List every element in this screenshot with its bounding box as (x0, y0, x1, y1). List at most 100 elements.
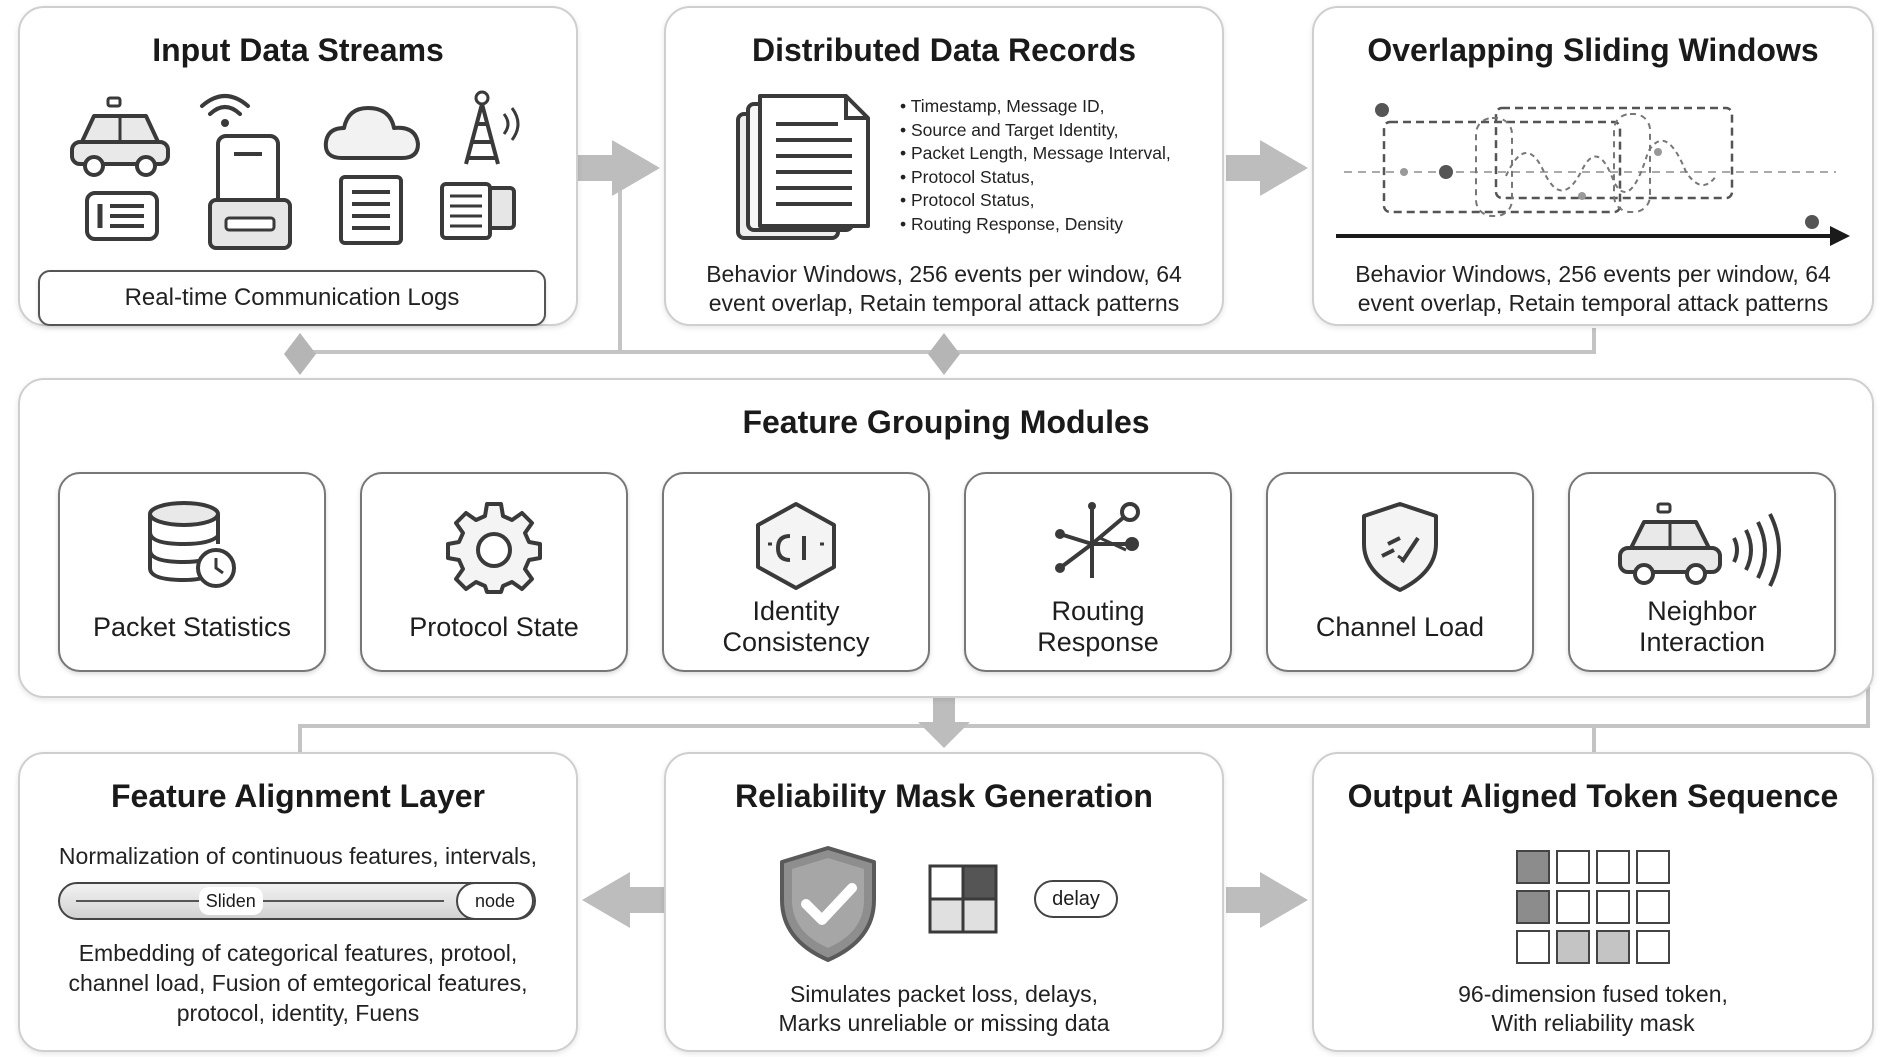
token-cell (1596, 850, 1630, 884)
realtime-logs-text: Real-time Communication Logs (124, 284, 460, 311)
down-arrow-center (918, 698, 970, 748)
module-protocol-state: Protocol State (360, 472, 628, 672)
mask-caption-line-1: Simulates packet loss, delays, (789, 981, 1099, 1007)
module-label: Channel Load (1274, 592, 1526, 662)
token-cell (1516, 930, 1550, 964)
module-packet-statistics: Packet Statistics (58, 472, 326, 672)
alignment-caption: Embedding of categorical features, proto… (20, 938, 576, 1028)
token-cell (1516, 850, 1550, 884)
document-icon (338, 174, 404, 246)
module-label: Packet Statistics (66, 592, 318, 662)
token-cell (1556, 890, 1590, 924)
arrow-streams-to-records (578, 140, 660, 196)
windows-card: Overlapping Sliding Windows Behavior Win… (1312, 6, 1874, 326)
wifi-icon (196, 90, 254, 130)
output-caption: 96-dimension fused token, With reliabili… (1314, 980, 1872, 1038)
arrow-mask-to-alignment (582, 872, 664, 928)
cloud-icon (320, 100, 424, 164)
records-field-item: Source and Target Identity, (900, 119, 1171, 143)
slider-node: node (456, 882, 534, 920)
token-cell (1636, 890, 1670, 924)
module-label-line-1: Packet Statistics (92, 611, 292, 642)
arrow-mask-to-output (1226, 872, 1308, 928)
records-field-item: Packet Length, Message Interval, (900, 142, 1171, 166)
log-file-icon (438, 180, 518, 242)
token-cell (1516, 890, 1550, 924)
records-field-item: Timestamp, Message ID, (900, 95, 1171, 119)
id-card-icon (84, 190, 160, 242)
records-card: Distributed Data Records Timestamp, Mess… (664, 6, 1224, 326)
module-label: Protocol State (368, 592, 620, 662)
token-cell (1556, 930, 1590, 964)
car-broadcast-icon (1612, 498, 1792, 594)
module-label-line-1: Identity (752, 596, 840, 626)
module-label-line-1: Neighbor (1647, 596, 1757, 626)
device-icon (206, 132, 294, 252)
grouping-card: Feature Grouping Modules Packet Statisti… (18, 378, 1874, 698)
records-caption-line-2: event overlap, Retain temporal attack pa… (708, 290, 1180, 316)
database-clock-icon (144, 498, 240, 594)
document-stack-icon (734, 92, 876, 246)
token-cell (1596, 890, 1630, 924)
alignment-line-3: protocol, identity, Fuens (176, 1000, 420, 1026)
mask-grid-icon (928, 864, 998, 934)
windows-caption-line-1: Behavior Windows, 256 events per window,… (1355, 261, 1831, 287)
diamond-left (284, 333, 316, 375)
input-streams-title: Input Data Streams (152, 32, 444, 68)
hexagon-id-icon (748, 498, 844, 594)
records-field-list: Timestamp, Message ID, Source and Target… (900, 95, 1171, 236)
mask-caption: Simulates packet loss, delays, Marks unr… (666, 980, 1222, 1038)
windows-caption-line-2: event overlap, Retain temporal attack pa… (1357, 290, 1829, 316)
module-label-line-1: Channel Load (1315, 611, 1485, 642)
slider-handle[interactable]: Sliden (198, 887, 263, 915)
token-grid (1516, 850, 1676, 970)
diamond-center (928, 333, 960, 375)
module-channel-load: Channel Load (1266, 472, 1534, 672)
module-label-line-2: Response (1037, 627, 1159, 657)
output-caption-line-2: With reliability mask (1491, 1010, 1695, 1036)
records-field-item: Protocol Status, (900, 189, 1171, 213)
output-card: Output Aligned Token Sequence 96-dimensi… (1312, 752, 1874, 1052)
token-cell (1636, 930, 1670, 964)
records-caption-line-1: Behavior Windows, 256 events per window,… (706, 261, 1182, 287)
antenna-icon (452, 88, 532, 170)
slider-node-label: node (474, 891, 516, 911)
token-cell (1596, 930, 1630, 964)
records-caption: Behavior Windows, 256 events per window,… (666, 260, 1222, 318)
alignment-top-text: Normalization of continuous features, in… (58, 843, 538, 869)
shield-signal-icon (1352, 498, 1448, 594)
mask-caption-line-2: Marks unreliable or missing data (778, 1010, 1110, 1036)
delay-label: delay (1052, 888, 1100, 910)
sliding-window-diagram (1336, 92, 1856, 252)
car-icon (68, 94, 172, 178)
token-cell (1556, 850, 1590, 884)
alignment-line-1: Embedding of categorical features, proto… (78, 940, 518, 966)
arrow-records-to-windows (1226, 140, 1308, 196)
feature-slider[interactable]: Sliden node (58, 882, 536, 920)
module-label-line-2: Interaction (1638, 627, 1766, 657)
output-title: Output Aligned Token Sequence (1347, 778, 1839, 814)
input-streams-card: Input Data Streams (18, 6, 578, 326)
module-label-line-1: Protocol State (409, 611, 579, 642)
module-label-line-2: Consistency (722, 627, 870, 657)
module-label-line-1: Routing (1051, 596, 1145, 626)
slider-label: Sliden (205, 891, 256, 911)
records-field-item: Routing Response, Density (900, 213, 1171, 237)
delay-badge: delay (1034, 880, 1118, 918)
token-cell (1636, 850, 1670, 884)
windows-title: Overlapping Sliding Windows (1367, 32, 1819, 68)
top-bus-connector (300, 328, 1596, 354)
windows-caption: Behavior Windows, 256 events per window,… (1314, 260, 1872, 318)
routing-network-icon (1050, 498, 1146, 594)
records-field-item: Protocol Status, (900, 166, 1171, 190)
mask-title: Reliability Mask Generation (735, 778, 1153, 814)
alignment-line-2: channel load, Fusion of emtegorical feat… (68, 970, 528, 996)
mask-card: Reliability Mask Generation delay Simula… (664, 752, 1224, 1052)
realtime-logs-label: Real-time Communication Logs (38, 270, 546, 326)
